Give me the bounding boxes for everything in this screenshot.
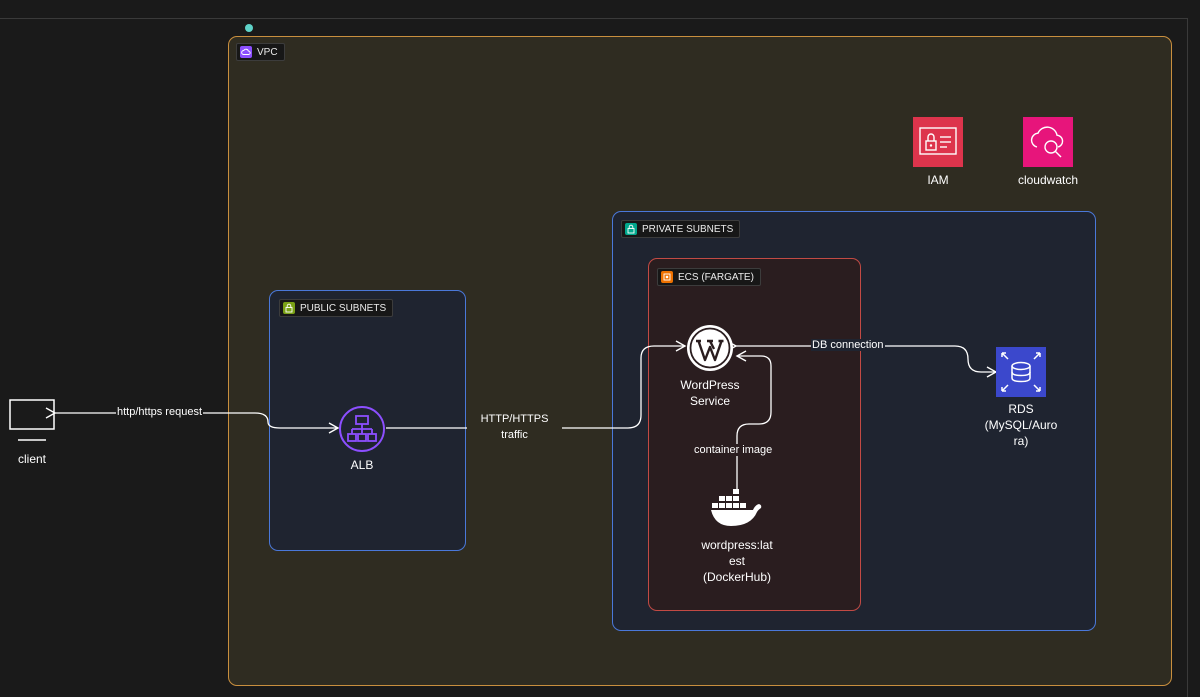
load-balancer-icon <box>339 406 385 452</box>
alb-node[interactable] <box>338 405 386 453</box>
edge-client-alb[interactable] <box>45 407 340 434</box>
edge-label-alb-wordpress: HTTP/HTTPS traffic <box>467 411 562 443</box>
edge-label-docker-wordpress: container image <box>693 444 774 456</box>
vpc-group-tag: VPC <box>236 43 285 61</box>
wordpress-icon <box>687 325 733 371</box>
wordpress-node[interactable] <box>685 323 735 373</box>
selection-handle[interactable] <box>245 24 253 32</box>
wordpress-label-line1: WordPress <box>680 378 740 392</box>
vpc-icon <box>240 46 252 58</box>
rds-database-icon <box>1001 352 1041 392</box>
edge-label-wordpress-rds: DB connection <box>811 339 885 351</box>
rds-node[interactable] <box>996 347 1046 397</box>
ecs-tag: ECS (FARGATE) <box>657 268 761 286</box>
rds-label-line2: (MySQL/Auro <box>984 418 1058 432</box>
edge-wordpress-rds[interactable] <box>726 340 998 378</box>
docker-label-line3: (DockerHub) <box>702 570 771 584</box>
edge-label-line2: traffic <box>501 429 528 441</box>
private-subnets-tag: PRIVATE SUBNETS <box>621 220 741 238</box>
docker-label: wordpress:lat est (DockerHub) <box>687 537 787 585</box>
monitor-icon <box>9 399 55 441</box>
client-label: client <box>17 452 46 466</box>
edge-label-line1: HTTP/HTTPS <box>480 413 549 425</box>
docker-label-line2: est <box>728 554 745 568</box>
docker-whale-icon <box>711 489 762 526</box>
cloudwatch-node[interactable] <box>1023 117 1073 167</box>
edge-docker-wordpress[interactable] <box>735 350 772 492</box>
iam-label: IAM <box>927 173 949 187</box>
ecs-icon <box>661 271 673 283</box>
docker-label-line1: wordpress:lat <box>701 538 773 552</box>
docker-node[interactable] <box>711 488 763 528</box>
private-subnet-lock-icon <box>625 223 637 235</box>
cloudwatch-search-icon <box>1030 126 1064 158</box>
iam-padlock-icon <box>919 127 957 155</box>
public-subnet-lock-icon <box>283 302 295 314</box>
edge-alb-wordpress[interactable] <box>386 340 687 429</box>
client-node[interactable] <box>8 398 56 444</box>
ecs-label: ECS (FARGATE) <box>678 271 754 283</box>
iam-node[interactable] <box>913 117 963 167</box>
wordpress-label: WordPress Service <box>667 377 753 409</box>
public-subnets-tag: PUBLIC SUBNETS <box>279 299 394 317</box>
public-subnets-label: PUBLIC SUBNETS <box>300 302 387 314</box>
cloudwatch-label: cloudwatch <box>1017 173 1079 187</box>
canvas-frame-line <box>1187 18 1188 697</box>
alb-label: ALB <box>350 458 374 472</box>
vpc-label: VPC <box>257 46 278 58</box>
canvas-frame-line <box>0 18 1188 19</box>
private-subnets-label: PRIVATE SUBNETS <box>642 223 734 235</box>
edge-label-client-alb: http/https request <box>116 406 203 418</box>
ecs-group[interactable] <box>648 258 861 611</box>
wordpress-label-line2: Service <box>689 394 730 408</box>
rds-label-line1: RDS <box>1008 402 1034 416</box>
rds-label-line3: ra) <box>1013 434 1029 448</box>
rds-label: RDS (MySQL/Auro ra) <box>971 401 1071 449</box>
